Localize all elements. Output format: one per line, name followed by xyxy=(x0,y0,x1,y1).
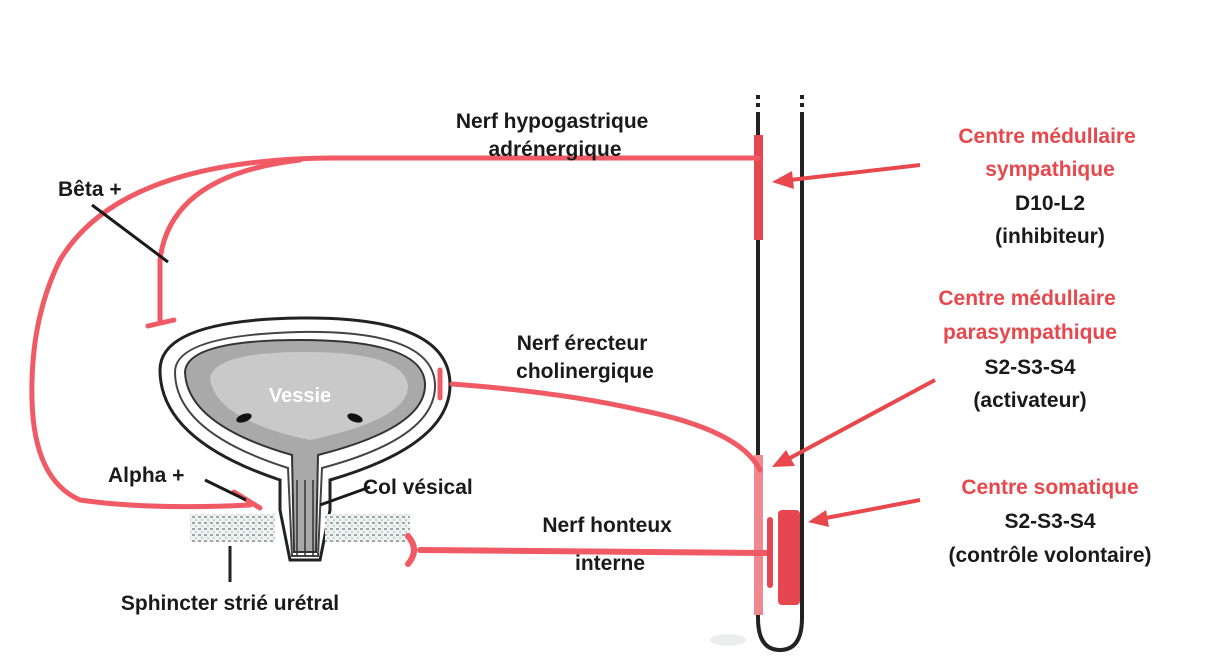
sympathique-arrow-shaft xyxy=(790,165,920,180)
somatique-title: Centre somatique xyxy=(961,476,1138,499)
alpha-label: Alpha + xyxy=(108,464,184,487)
centre-parasympathique: Centre médullaire parasympathique S2-S3-… xyxy=(938,287,1121,412)
sphincter-left-block xyxy=(190,514,275,542)
sympathique-title-line-2: sympathique xyxy=(985,158,1115,181)
centre-sympathique: Centre médullaire sympathique D10-L2 (in… xyxy=(958,125,1141,248)
somatique-level: S2-S3-S4 xyxy=(1004,510,1095,533)
hypogastrique-line-2: adrénergique xyxy=(488,138,621,161)
beta-terminal xyxy=(148,320,174,326)
vessie-label: Vessie xyxy=(269,385,331,407)
beta-label: Bêta + xyxy=(58,178,122,201)
beta-leader xyxy=(92,205,168,262)
erecteur-label: Nerf érecteur cholinergique xyxy=(516,332,654,383)
sympathique-level: D10-L2 xyxy=(1015,192,1085,215)
honteux-label: Nerf honteux interne xyxy=(542,514,677,575)
somatique-role: (contrôle volontaire) xyxy=(948,544,1151,567)
erector-nerve xyxy=(452,384,760,470)
sympathetic-segment xyxy=(754,135,763,240)
col-vesical-label: Col vésical xyxy=(363,476,473,499)
centre-arrows xyxy=(772,165,935,527)
centre-somatique: Centre somatique S2-S3-S4 (contrôle volo… xyxy=(948,476,1151,567)
hypogastrique-line-1: Nerf hypogastrique xyxy=(456,110,649,133)
somatic-segment xyxy=(778,510,800,605)
parasympathetic-segment xyxy=(754,455,763,615)
somatique-arrowhead xyxy=(808,510,829,527)
parasympathique-title: Centre médullaire parasympathique xyxy=(938,287,1121,344)
parasympathique-role: (activateur) xyxy=(973,389,1086,412)
parasympathique-title-line-2: parasympathique xyxy=(943,321,1117,344)
sympathique-role: (inhibiteur) xyxy=(995,225,1105,248)
cord-smudge xyxy=(710,634,746,646)
honteux-line-1: Nerf honteux xyxy=(542,514,672,537)
parasympathique-level: S2-S3-S4 xyxy=(984,356,1075,379)
sympathique-title-line-1: Centre médullaire xyxy=(958,125,1135,148)
alpha-leader xyxy=(205,480,246,500)
sympathique-arrowhead xyxy=(772,171,794,189)
somatique-title-line-1: Centre somatique xyxy=(961,476,1138,499)
hypogastrique-label: Nerf hypogastrique adrénergique xyxy=(456,110,654,161)
parasympathique-arrow-shaft xyxy=(790,380,935,458)
pudendal-terminal-fork xyxy=(408,536,414,564)
sphincter-right-block xyxy=(325,514,410,542)
erecteur-line-2: cholinergique xyxy=(516,360,654,383)
sphincter-label: Sphincter strié urétral xyxy=(121,592,339,615)
somatique-arrow-shaft xyxy=(826,500,920,518)
honteux-line-2: interne xyxy=(575,552,645,575)
erecteur-line-1: Nerf érecteur xyxy=(517,332,648,355)
parasympathique-title-line-1: Centre médullaire xyxy=(938,287,1115,310)
hypogastric-beta-branch xyxy=(160,160,300,320)
sympathique-title: Centre médullaire sympathique xyxy=(958,125,1141,181)
